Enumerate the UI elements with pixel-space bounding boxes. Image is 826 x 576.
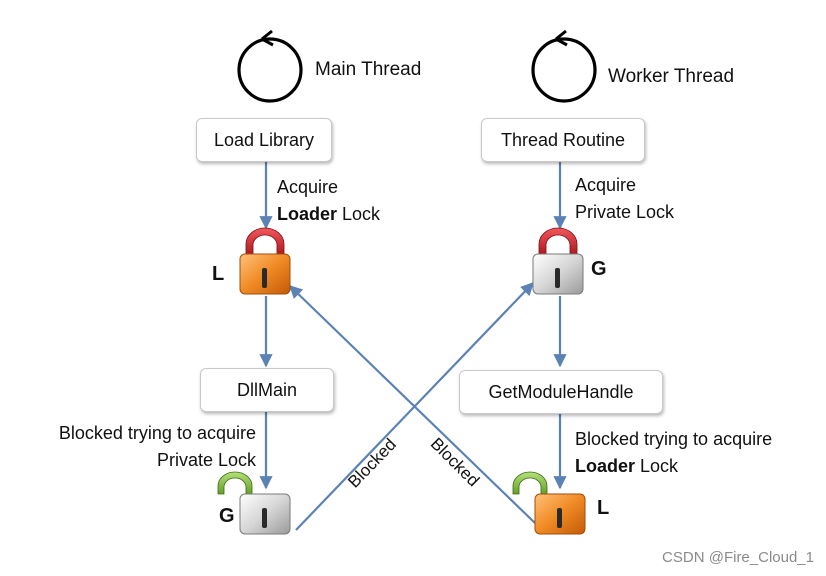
load-library-box: Load Library	[196, 118, 332, 162]
dllmain-box: DllMain	[200, 368, 334, 412]
main-thread-cycle-icon	[237, 29, 303, 103]
lock-letter-l-worker: L	[597, 497, 610, 519]
blocked-label-left: Blocked	[344, 435, 400, 492]
lock-letter-g-worker: G	[591, 258, 607, 280]
lock-letter-l-main: L	[212, 263, 225, 285]
blocked-line-2: Private Lock	[156, 450, 256, 470]
acquire-line-2: Loader Lock	[277, 201, 380, 228]
main-blocked-label: Blocked trying to acquire Private Lock	[22, 420, 256, 474]
loader-word: Loader	[575, 456, 636, 476]
acquire-line-1: Acquire	[575, 175, 637, 195]
lock-letter-g-main: G	[219, 505, 235, 527]
acquire-loader-lock-label: Acquire Loader Lock	[277, 174, 380, 228]
worker-thread-title: Worker Thread	[608, 66, 735, 87]
worker-blocked-label: Blocked trying to acquire Loader Lock	[575, 426, 772, 480]
blocked-line-2: Loader Lock	[575, 453, 772, 480]
lock-word: Lock	[635, 456, 679, 476]
arrow-blocked-to-lock-l	[289, 285, 537, 525]
loader-lock-icon-main	[239, 227, 291, 295]
lock-word: Lock	[337, 204, 381, 224]
loader-lock-open-icon-worker	[512, 471, 586, 535]
private-lock-open-icon-main	[217, 471, 291, 535]
acquire-line-2: Private Lock	[575, 202, 675, 222]
blocked-label-right: Blocked	[427, 434, 483, 490]
acquire-line-1: Acquire	[277, 177, 339, 197]
private-lock-icon-worker	[532, 227, 584, 295]
loader-word: Loader	[277, 204, 338, 224]
thread-routine-box: Thread Routine	[481, 118, 645, 162]
blocked-line-1: Blocked trying to acquire	[58, 423, 256, 443]
blocked-line-1: Blocked trying to acquire	[575, 429, 773, 449]
get-module-handle-box: GetModuleHandle	[459, 370, 663, 414]
main-thread-title: Main Thread	[315, 59, 422, 80]
worker-thread-cycle-icon	[531, 29, 597, 103]
acquire-private-lock-label: Acquire Private Lock	[575, 172, 674, 226]
watermark: CSDN @Fire_Cloud_1	[662, 549, 814, 566]
